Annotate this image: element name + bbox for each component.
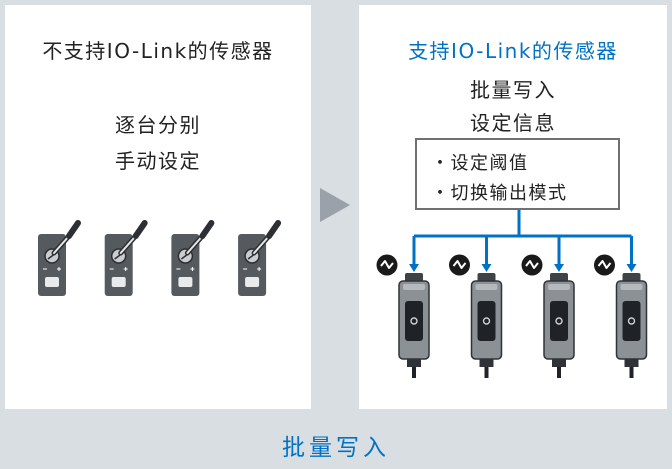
io-link-sensor — [594, 254, 648, 378]
io-link-signal-icon — [449, 254, 470, 276]
screwdriver-icon — [251, 220, 282, 256]
setting-output-mode: ・切换输出模式 — [431, 183, 568, 204]
manual-sensor — [38, 220, 81, 296]
arrow-head — [481, 264, 492, 272]
io-link-sensor — [449, 254, 503, 378]
manual-sensor — [104, 220, 148, 296]
right-panel-line1: 批量写入 — [470, 78, 556, 102]
io-link-sensor — [376, 254, 430, 378]
setting-threshold: ・设定阈值 — [431, 153, 529, 174]
arrow-head — [409, 264, 419, 272]
distribution-lines — [412, 210, 633, 266]
footer-label: 批量写入 — [282, 435, 390, 461]
play-arrow-icon — [320, 188, 350, 222]
sensor-window — [477, 301, 496, 341]
right-panel-line2: 设定信息 — [470, 111, 556, 135]
io-link-sensor — [521, 254, 575, 378]
sensor-window — [622, 301, 641, 341]
right-panel-title: 支持IO-Link的传感器 — [408, 39, 618, 63]
io-link-signal-icon — [594, 254, 615, 276]
arrow-head — [554, 264, 564, 272]
left-panel: 不支持IO-Link的传感器 逐台分别 手动设定 — [5, 5, 311, 409]
left-panel-line2: 手动设定 — [115, 149, 201, 173]
manual-sensor — [171, 220, 215, 296]
screwdriver-icon — [51, 220, 81, 256]
arrow-head — [626, 264, 637, 272]
io-link-signal-icon — [521, 254, 543, 276]
screwdriver-icon — [184, 220, 215, 256]
sensor-indicator — [111, 277, 126, 287]
sensor-indicator — [178, 277, 193, 287]
io-link-signal-icon — [376, 254, 398, 276]
manual-sensor — [238, 220, 282, 296]
sensor-indicator — [45, 277, 59, 287]
screwdriver-icon — [118, 220, 148, 256]
sensor-window — [550, 301, 568, 341]
sensor-window — [405, 301, 423, 341]
left-panel-title: 不支持IO-Link的传感器 — [42, 39, 274, 63]
settings-box: ・设定阈值 ・切换输出模式 — [415, 138, 620, 210]
left-panel-line1: 逐台分别 — [115, 113, 201, 137]
sensor-indicator — [245, 277, 260, 287]
